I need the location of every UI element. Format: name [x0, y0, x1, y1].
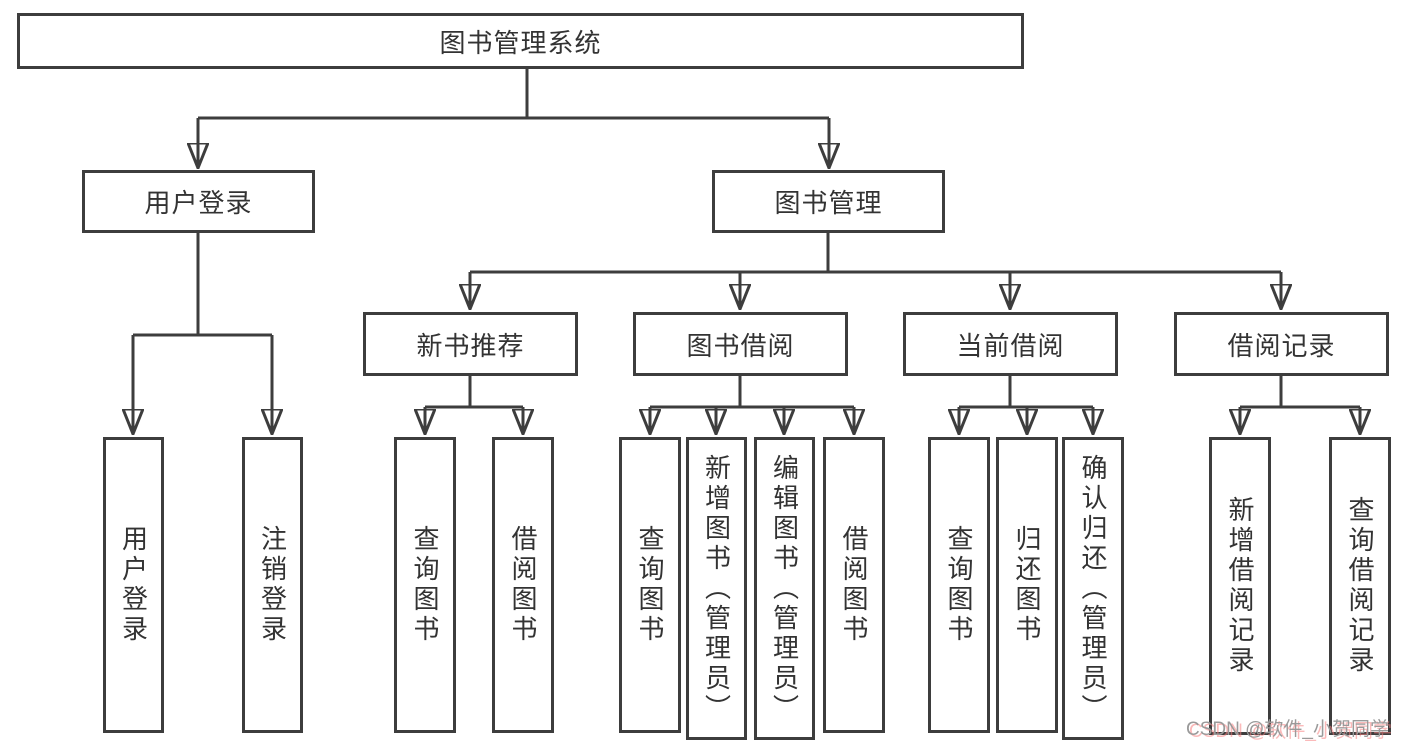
- leaf-query-borrow-record-label: 查询借阅记录: [1345, 496, 1375, 676]
- leaf-query-books-recommend-label: 查询图书: [410, 525, 440, 645]
- leaf-add-borrow-record: 新增借阅记录: [1209, 437, 1271, 735]
- node-user-login: 用户登录: [82, 170, 315, 233]
- node-current-borrowing: 当前借阅: [903, 312, 1118, 376]
- leaf-query-books-current-label: 查询图书: [944, 525, 974, 645]
- leaf-add-book-admin: 新增图书（管理员）: [686, 437, 747, 740]
- leaf-borrow-books-recommend-label: 借阅图书: [508, 525, 538, 645]
- leaf-add-borrow-record-label: 新增借阅记录: [1225, 496, 1255, 676]
- leaf-user-login: 用户登录: [103, 437, 164, 733]
- node-book-management: 图书管理: [712, 170, 945, 233]
- leaf-query-books-borrowing-label: 查询图书: [635, 525, 665, 645]
- leaf-borrow-books-borrowing: 借阅图书: [823, 437, 885, 733]
- leaf-confirm-return-admin-label: 确认归还（管理员）: [1078, 453, 1108, 724]
- node-new-book-recommendation: 新书推荐: [363, 312, 578, 376]
- leaf-query-books-recommend: 查询图书: [394, 437, 456, 733]
- leaf-query-borrow-record: 查询借阅记录: [1329, 437, 1391, 735]
- leaf-edit-book-admin: 编辑图书（管理员）: [754, 437, 815, 740]
- node-book-borrowing: 图书借阅: [633, 312, 848, 376]
- leaf-logout: 注销登录: [242, 437, 303, 733]
- node-root: 图书管理系统: [17, 13, 1024, 69]
- leaf-add-book-admin-label: 新增图书（管理员）: [701, 453, 732, 724]
- leaf-query-books-current: 查询图书: [928, 437, 990, 733]
- leaf-confirm-return-admin: 确认归还（管理员）: [1062, 437, 1124, 740]
- leaf-return-book-label: 归还图书: [1012, 525, 1042, 645]
- leaf-logout-label: 注销登录: [257, 525, 288, 645]
- leaf-borrow-books-recommend: 借阅图书: [492, 437, 554, 733]
- leaf-borrow-books-borrowing-label: 借阅图书: [839, 525, 869, 645]
- csdn-watermark: CSDN @软件_小贺同学: [1186, 719, 1389, 740]
- leaf-user-login-label: 用户登录: [118, 525, 149, 645]
- leaf-edit-book-admin-label: 编辑图书（管理员）: [769, 453, 800, 724]
- leaf-return-book: 归还图书: [996, 437, 1058, 733]
- leaf-query-books-borrowing: 查询图书: [619, 437, 681, 733]
- node-borrowing-records: 借阅记录: [1174, 312, 1389, 376]
